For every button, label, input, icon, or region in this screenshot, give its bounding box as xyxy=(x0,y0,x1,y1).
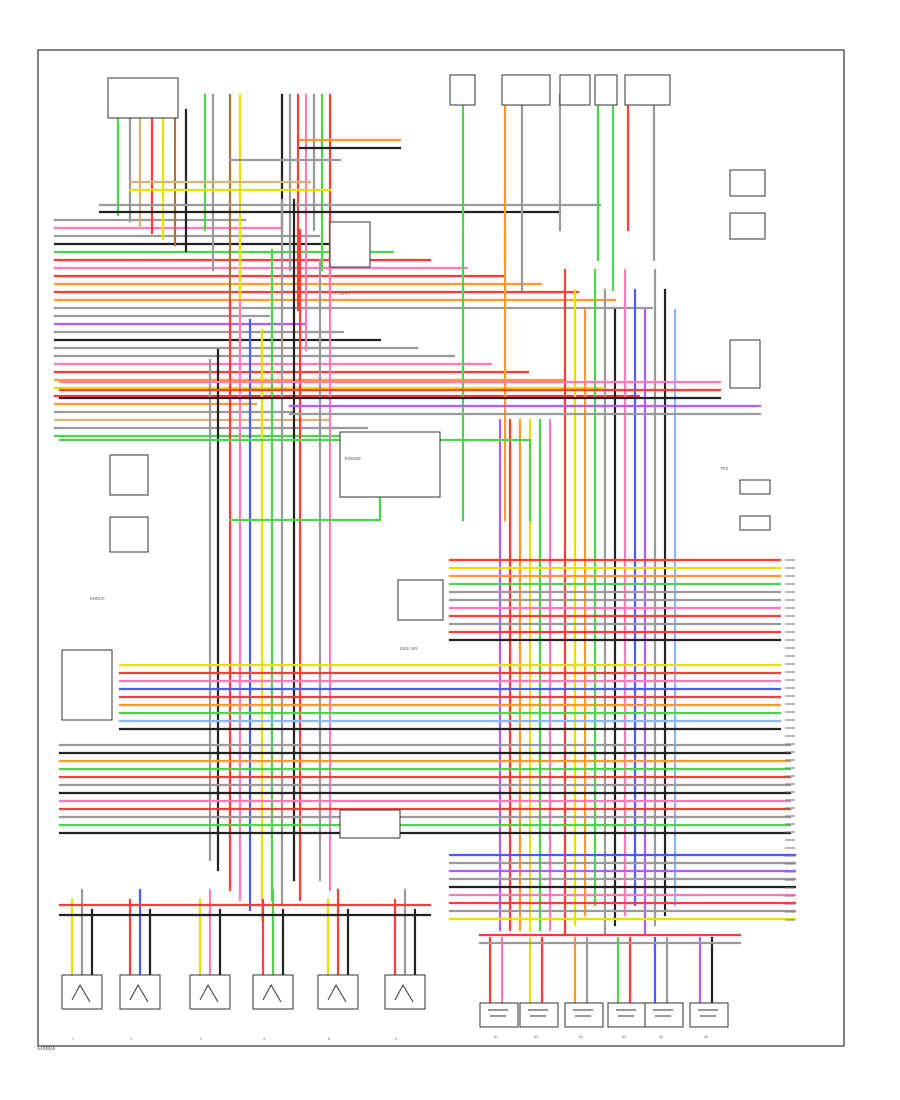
coil-symbol xyxy=(199,983,219,1003)
diagram-code: F0000X xyxy=(38,1046,56,1052)
coil-number-6: 6 xyxy=(395,1037,397,1041)
injector-symbol xyxy=(573,1009,593,1017)
injector-number-5: #5 xyxy=(659,1035,663,1039)
fuel-injector-2 xyxy=(519,1002,559,1028)
injector-number-4: #4 xyxy=(622,1035,626,1039)
coil-symbol xyxy=(71,983,91,1003)
injector-number-2: #2 xyxy=(534,1035,538,1039)
ecm-label: PGM-FI xyxy=(335,291,350,296)
sensor-right-1 xyxy=(739,479,771,495)
injector-number-1: #1 xyxy=(494,1035,498,1039)
fuse-1 xyxy=(449,74,476,106)
injector-number-3: #3 xyxy=(579,1035,583,1039)
coil-symbol xyxy=(394,983,414,1003)
fuse-3 xyxy=(559,74,591,106)
ecm-label-2: ENGINE xyxy=(345,456,361,461)
fuse-2 xyxy=(501,74,551,106)
coil-symbol xyxy=(327,983,347,1003)
relay-right-1 xyxy=(729,169,766,197)
ignition-coil-5 xyxy=(317,974,359,1010)
coil-symbol xyxy=(262,983,282,1003)
throttle-box xyxy=(397,579,444,621)
left-fuse-box xyxy=(107,77,179,119)
fuel-injector-5 xyxy=(644,1002,684,1028)
sensor-box-2 xyxy=(109,516,149,553)
iac-label: IDLE AIR xyxy=(400,646,417,651)
ignition-coil-4 xyxy=(252,974,294,1010)
ignition-coil-1 xyxy=(61,974,103,1010)
relay-box xyxy=(329,221,371,268)
ignition-coil-6 xyxy=(384,974,426,1010)
ignition-coil-2 xyxy=(119,974,161,1010)
tps-label: TPS xyxy=(720,466,728,471)
fuse-4 xyxy=(594,74,618,106)
ecm-box xyxy=(339,431,441,498)
fuel-injector-6 xyxy=(689,1002,729,1028)
injector-symbol xyxy=(528,1009,548,1017)
engine-sensor-box xyxy=(109,454,149,496)
coil-number-4: 4 xyxy=(263,1037,265,1041)
knock-label: KNOCK xyxy=(90,596,105,601)
wires xyxy=(53,93,797,1005)
coil-number-5: 5 xyxy=(328,1037,330,1041)
outer-frame xyxy=(37,49,845,1047)
connector-right xyxy=(729,339,761,389)
relay-right-2 xyxy=(729,212,766,240)
fuel-injector-3 xyxy=(564,1002,604,1028)
coil-number-3: 3 xyxy=(200,1037,202,1041)
module-box xyxy=(61,649,113,721)
components: PGM-FI ENGINE IDLE AIR TPS KNOCK 1 2 3 4 5 6 #1 #2 #3… xyxy=(61,74,795,1041)
fuel-injector-1 xyxy=(479,1002,519,1028)
ignition-coil-3 xyxy=(189,974,231,1010)
injector-symbol xyxy=(488,1009,508,1017)
injector-symbol xyxy=(653,1009,673,1017)
sensor-right-2 xyxy=(739,515,771,531)
injector-number-6: #6 xyxy=(704,1035,708,1039)
coil-symbol xyxy=(129,983,149,1003)
valve-box xyxy=(339,809,401,839)
fuel-injector-4 xyxy=(607,1002,647,1028)
injector-symbol xyxy=(616,1009,636,1017)
fuse-5 xyxy=(624,74,671,106)
injector-symbol xyxy=(698,1009,718,1017)
coil-number-2: 2 xyxy=(130,1037,132,1041)
coil-number-1: 1 xyxy=(72,1037,74,1041)
